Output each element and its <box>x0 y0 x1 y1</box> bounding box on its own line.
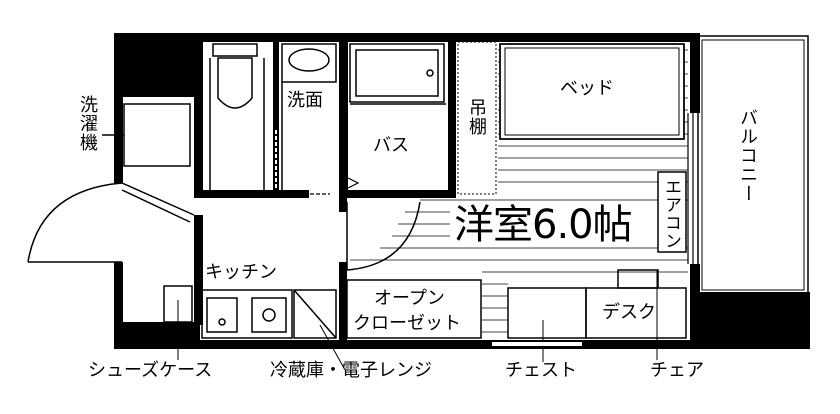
chest <box>507 287 587 362</box>
wall-bottom <box>114 340 700 349</box>
wall-wc-wash <box>273 40 279 190</box>
balcony-corner <box>700 292 810 349</box>
wall-top-left-block <box>114 33 196 97</box>
hanging-shelf-outline <box>457 41 497 195</box>
wall-kitchen-right-lower <box>339 262 347 342</box>
bed-inner <box>504 47 680 136</box>
wash-basin <box>281 43 337 190</box>
wall-left-lower <box>114 262 123 342</box>
bath-label: バス <box>373 135 409 156</box>
entrance-door <box>27 182 195 263</box>
open-closet <box>346 279 482 339</box>
desk-label: デスク <box>602 302 656 323</box>
wall-right-upper <box>690 33 700 113</box>
wall-entry-right <box>194 215 203 325</box>
wall-wc-left <box>194 40 203 195</box>
wall-bottom-left <box>114 322 200 342</box>
fridge-microwave-callout: 冷蔵庫・電子レンジ <box>270 360 432 381</box>
washroom-label: 洗面 <box>287 90 323 111</box>
open-closet-label-2: クローゼット <box>353 313 461 334</box>
wall-bath-right <box>448 40 456 198</box>
kitchen-label: キッチン <box>205 262 277 283</box>
window-bottom-frame <box>492 340 582 348</box>
chair-callout: チェア <box>650 360 704 381</box>
wall-bath-left <box>339 40 348 198</box>
open-closet-label-1: オープン <box>374 288 445 309</box>
hanging-shelf-label: 吊棚 <box>466 98 487 136</box>
aircon-label: エアコン <box>661 178 681 250</box>
room-door <box>346 201 421 271</box>
window-right <box>687 113 694 264</box>
balcony-label: バルコニー <box>737 108 758 203</box>
wall-right-lower <box>690 264 700 349</box>
wall-top <box>114 33 700 42</box>
shoe-case-callout: シューズケース <box>88 360 213 381</box>
sliding-doors <box>220 130 360 195</box>
bed-fill <box>501 45 683 138</box>
desk <box>585 269 687 360</box>
wall-kitchen-right <box>339 198 347 212</box>
wall-bath-bottom <box>339 190 455 198</box>
shoe-case <box>163 285 193 360</box>
bathtub <box>349 43 446 105</box>
wall-left-upper <box>114 33 123 183</box>
washing-machine-label: 洗濯機 <box>77 95 98 152</box>
kitchen-counter <box>201 289 293 339</box>
washing-machine <box>102 103 191 167</box>
chest-callout: チェスト <box>505 360 577 381</box>
balcony <box>697 35 809 295</box>
fridge <box>293 289 346 371</box>
aircon <box>657 171 687 253</box>
bed-label: ベッド <box>560 78 614 99</box>
western-room-label: 洋室6.0帖 <box>454 202 633 248</box>
toilet <box>209 43 265 190</box>
bed-outer <box>499 43 685 140</box>
